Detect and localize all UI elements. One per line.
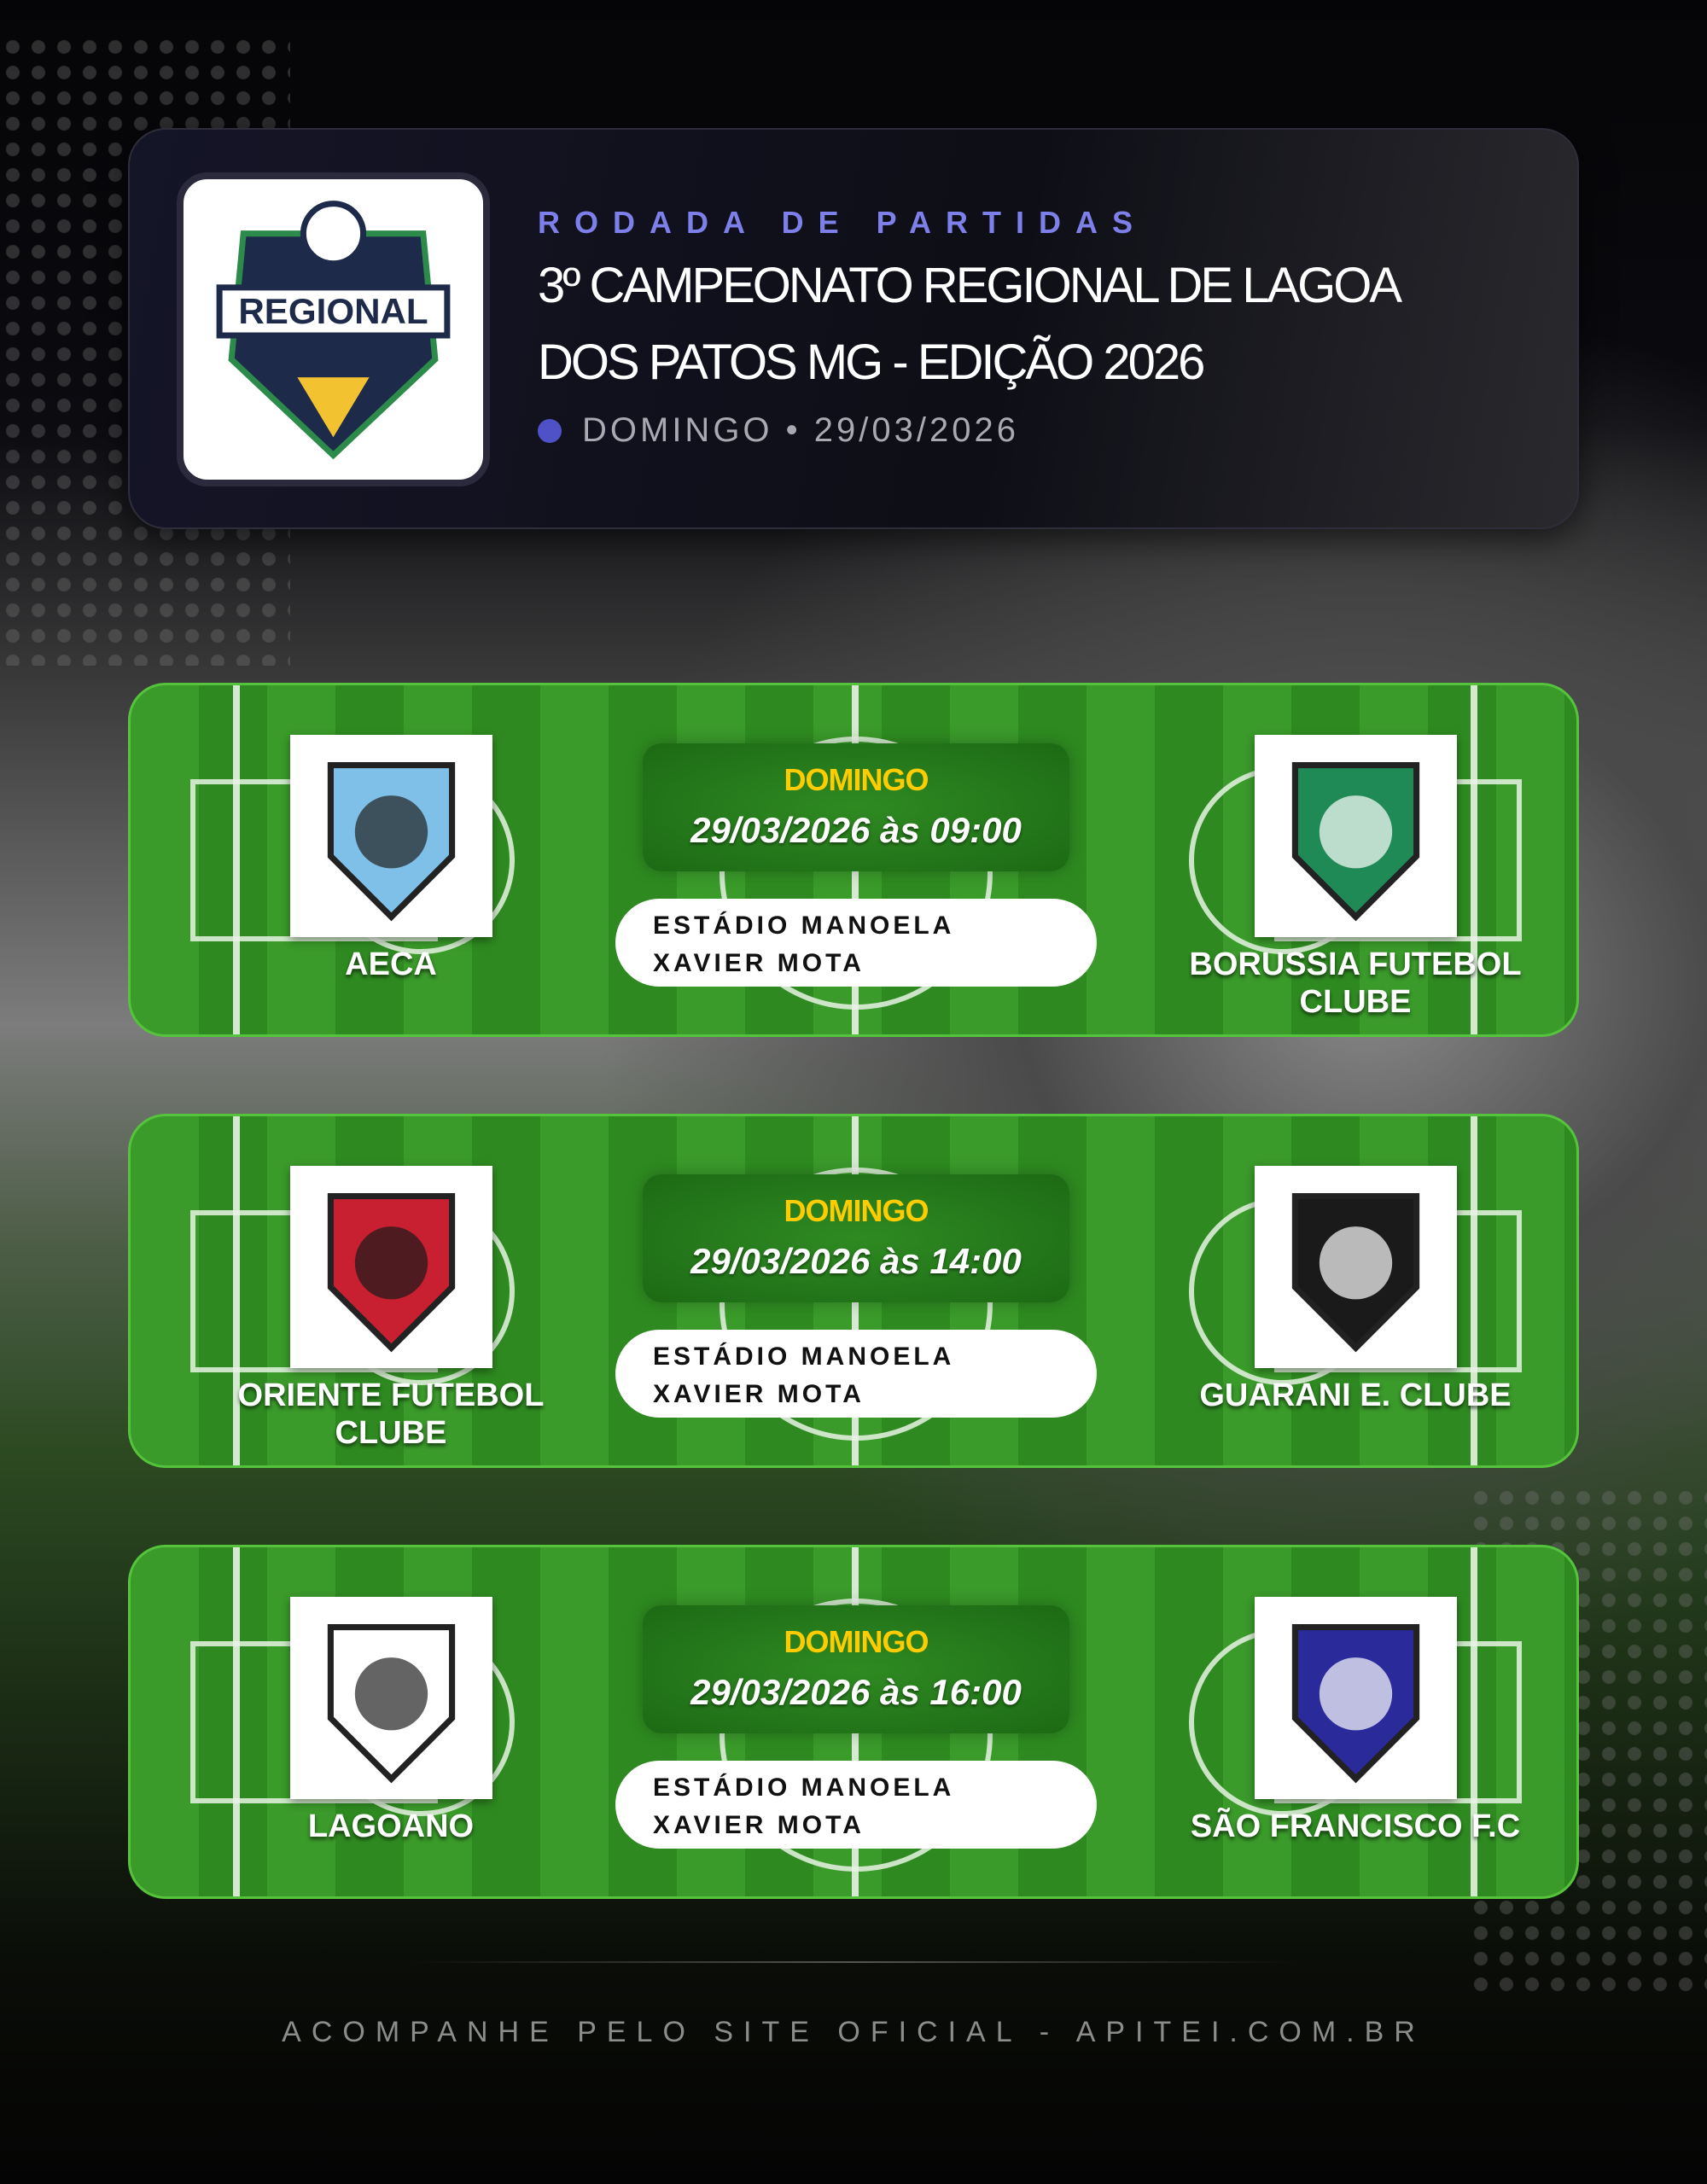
away-team-crest — [1255, 1166, 1457, 1368]
away-team: SÃO FRANCISCO F.C — [1176, 1547, 1535, 1896]
shield-icon: REGIONAL — [216, 201, 451, 460]
pitch-line — [233, 685, 240, 1034]
pitch-line — [1471, 1116, 1477, 1465]
match-time-box: DOMINGO 29/03/2026 às 09:00 — [643, 743, 1069, 871]
center-circle — [720, 737, 993, 1010]
svg-text:REGIONAL: REGIONAL — [238, 291, 428, 331]
pitch-line — [233, 1116, 240, 1465]
venue-name: ESTÁDIO MANOELA XAVIER MOTA — [653, 911, 954, 977]
home-team-crest — [290, 735, 492, 937]
footer-text: ACOMPANHE PELO SITE OFICIAL - APITEI.COM… — [282, 2016, 1425, 2048]
match-datetime: 29/03/2026 às 16:00 — [690, 1672, 1022, 1712]
pitch-line — [1471, 1547, 1477, 1896]
home-team: LAGOANO — [212, 1547, 570, 1896]
venue-name: ESTÁDIO MANOELA XAVIER MOTA — [653, 1773, 954, 1839]
match-datetime: 29/03/2026 às 09:00 — [690, 810, 1022, 850]
match-card: LAGOANO DOMINGO 29/03/2026 às 16:00 ESTÁ… — [128, 1545, 1579, 1899]
divider — [410, 1961, 1297, 1963]
date-text: DOMINGO • 29/03/2026 — [582, 411, 1019, 449]
match-day: DOMINGO — [784, 762, 929, 797]
home-team: ORIENTE FUTEBOL CLUBE — [212, 1116, 570, 1465]
match-card: AECA DOMINGO 29/03/2026 às 09:00 ESTÁDIO… — [128, 683, 1579, 1037]
match-time-box: DOMINGO 29/03/2026 às 16:00 — [643, 1605, 1069, 1733]
center-circle — [720, 1168, 993, 1441]
venue-pill: ESTÁDIO MANOELA XAVIER MOTA — [615, 1330, 1097, 1418]
venue-name: ESTÁDIO MANOELA XAVIER MOTA — [653, 1342, 954, 1408]
championship-logo: REGIONAL — [177, 172, 490, 486]
away-team: BORUSSIA FUTEBOL CLUBE — [1176, 685, 1535, 1034]
home-team: AECA — [212, 685, 570, 1034]
match-day: DOMINGO — [784, 1624, 929, 1659]
away-team-name: SÃO FRANCISCO F.C — [1190, 1808, 1521, 1844]
away-team-name: GUARANI E. CLUBE — [1199, 1377, 1512, 1413]
home-team-crest — [290, 1166, 492, 1368]
subtitle: RODADA DE PARTIDAS — [538, 205, 1148, 240]
away-team-crest — [1255, 735, 1457, 937]
home-team-name: LAGOANO — [307, 1808, 475, 1844]
match-card: ORIENTE FUTEBOL CLUBE DOMINGO 29/03/2026… — [128, 1114, 1579, 1468]
match-time-box: DOMINGO 29/03/2026 às 14:00 — [643, 1174, 1069, 1302]
center-circle — [720, 1599, 993, 1872]
away-team-name: BORUSSIA FUTEBOL CLUBE — [1189, 946, 1522, 1020]
dot-icon — [538, 418, 562, 443]
home-team-name: ORIENTE FUTEBOL CLUBE — [237, 1377, 545, 1451]
venue-pill: ESTÁDIO MANOELA XAVIER MOTA — [615, 899, 1097, 987]
header-card: REGIONAL RODADA DE PARTIDAS 3º CAMPEONAT… — [128, 128, 1579, 529]
pitch-line — [233, 1547, 240, 1896]
away-team-crest — [1255, 1597, 1457, 1799]
away-team: GUARANI E. CLUBE — [1176, 1116, 1535, 1465]
match-datetime: 29/03/2026 às 14:00 — [690, 1241, 1022, 1281]
pitch-line — [1471, 685, 1477, 1034]
home-team-crest — [290, 1597, 492, 1799]
date-line: DOMINGO • 29/03/2026 — [538, 411, 1019, 450]
venue-pill: ESTÁDIO MANOELA XAVIER MOTA — [615, 1761, 1097, 1849]
home-team-name: AECA — [345, 946, 437, 982]
page-title: 3º CAMPEONATO REGIONAL DE LAGOA DOS PATO… — [538, 258, 1400, 390]
match-day: DOMINGO — [784, 1193, 929, 1228]
